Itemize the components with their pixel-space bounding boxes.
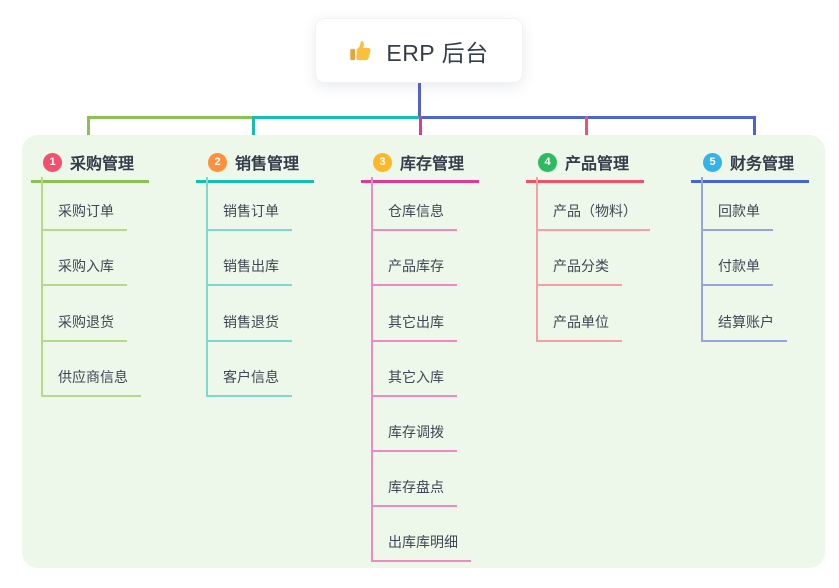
node-product-unit[interactable]: 产品单位 bbox=[536, 313, 622, 342]
branch-5-badge: 5 bbox=[703, 152, 722, 172]
node-other-outbound[interactable]: 其它出库 bbox=[371, 313, 457, 342]
branch-2-drop-line bbox=[252, 116, 255, 147]
node-purchase-inbound[interactable]: 采购入库 bbox=[41, 257, 127, 286]
branch-4-badge: 4 bbox=[538, 152, 557, 172]
branch-2-title: 销售管理 bbox=[235, 156, 300, 173]
branch-header-inventory[interactable]: 3 库存管理 bbox=[361, 150, 479, 183]
branch-2-badge: 2 bbox=[208, 152, 227, 172]
root-node[interactable]: ERP 后台 bbox=[315, 18, 523, 83]
connector-segment-left bbox=[87, 116, 254, 119]
node-product-category[interactable]: 产品分类 bbox=[536, 257, 622, 286]
node-supplier-info[interactable]: 供应商信息 bbox=[41, 368, 141, 397]
node-other-inbound[interactable]: 其它入库 bbox=[371, 368, 457, 397]
thumbs-up-icon bbox=[349, 38, 375, 64]
branch-3-title: 库存管理 bbox=[400, 156, 465, 173]
node-sales-order[interactable]: 销售订单 bbox=[206, 202, 292, 231]
node-product-material[interactable]: 产品（物料） bbox=[536, 202, 650, 231]
root-label: ERP 后台 bbox=[386, 39, 489, 66]
branch-header-purchase[interactable]: 1 采购管理 bbox=[31, 150, 149, 183]
node-outbound-detail[interactable]: 出库库明细 bbox=[371, 533, 471, 562]
branch-header-sales[interactable]: 2 销售管理 bbox=[196, 150, 314, 183]
branch-1-badge: 1 bbox=[43, 152, 62, 172]
branch-header-product[interactable]: 4 产品管理 bbox=[526, 150, 644, 183]
node-settlement-account[interactable]: 结算账户 bbox=[701, 313, 787, 342]
branches-panel bbox=[22, 135, 825, 568]
node-purchase-order[interactable]: 采购订单 bbox=[41, 202, 127, 231]
node-purchase-return[interactable]: 采购退货 bbox=[41, 313, 127, 342]
node-receipt-slip[interactable]: 回款单 bbox=[701, 202, 773, 231]
branch-1-title: 采购管理 bbox=[70, 156, 135, 173]
branch-5-title: 财务管理 bbox=[730, 156, 795, 173]
branch-1-child-connector bbox=[41, 177, 43, 397]
node-stock-taking[interactable]: 库存盘点 bbox=[371, 478, 457, 507]
branch-4-title: 产品管理 bbox=[565, 156, 630, 173]
branch-4-child-connector bbox=[536, 177, 538, 342]
connector-segment-middle bbox=[252, 116, 421, 119]
branch-1-drop-line bbox=[87, 116, 90, 147]
node-sales-return[interactable]: 销售退货 bbox=[206, 313, 292, 342]
branch-header-finance[interactable]: 5 财务管理 bbox=[691, 150, 809, 183]
branch-3-badge: 3 bbox=[373, 152, 392, 172]
branch-3-child-connector bbox=[371, 177, 373, 562]
node-warehouse-info[interactable]: 仓库信息 bbox=[371, 202, 457, 231]
node-customer-info[interactable]: 客户信息 bbox=[206, 368, 292, 397]
branch-5-drop-line bbox=[753, 116, 756, 147]
node-sales-outbound[interactable]: 销售出库 bbox=[206, 257, 292, 286]
branch-4-drop-line bbox=[585, 116, 588, 147]
branch-5-child-connector bbox=[701, 177, 703, 342]
node-product-stock[interactable]: 产品库存 bbox=[371, 257, 457, 286]
branch-2-child-connector bbox=[206, 177, 208, 397]
branch-3-drop-line bbox=[419, 116, 422, 147]
root-connector-line bbox=[418, 83, 421, 116]
node-stock-transfer[interactable]: 库存调拨 bbox=[371, 423, 457, 452]
node-payment-slip[interactable]: 付款单 bbox=[701, 257, 773, 286]
